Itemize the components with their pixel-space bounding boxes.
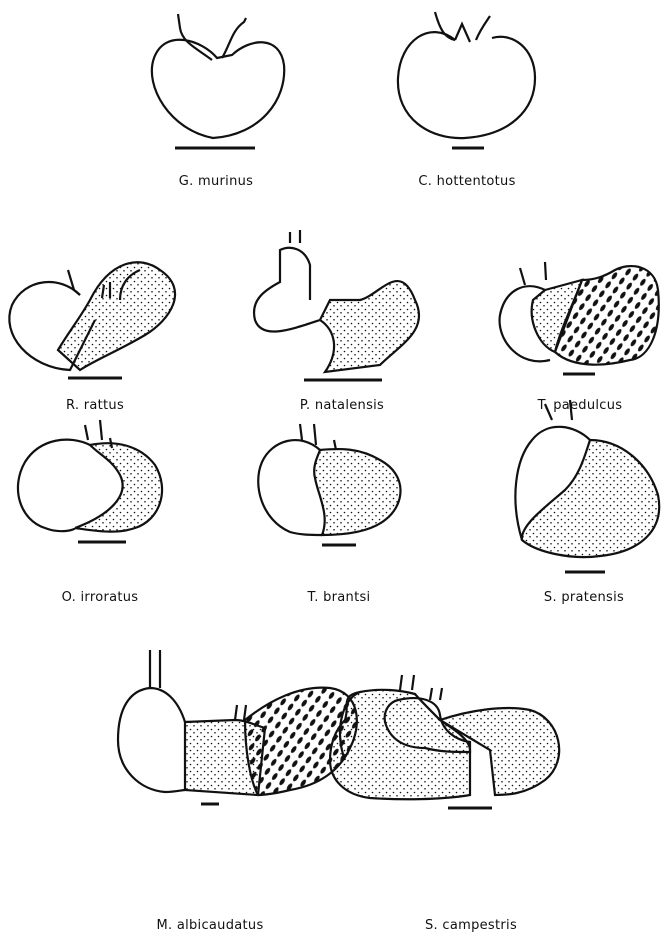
stomach-o-irroratus — [18, 420, 162, 532]
stomach-g-murinus — [152, 14, 284, 138]
label-s-pratensis: S. pratensis — [544, 590, 624, 605]
label-p-natalensis: P. natalensis — [300, 398, 384, 413]
stomach-s-campestris — [330, 675, 559, 799]
label-o-irroratus: O. irroratus — [62, 590, 139, 605]
label-t-brantsi: T. brantsi — [308, 590, 371, 605]
label-t-paedulcus: T. paedulcus — [538, 398, 623, 413]
label-s-campestris: S. campestris — [425, 918, 517, 933]
label-m-albicaudatus: M. albicaudatus — [156, 918, 263, 933]
stomach-t-paedulcus — [500, 262, 659, 365]
stomach-t-brantsi — [258, 424, 400, 535]
label-r-rattus: R. rattus — [66, 398, 124, 413]
stomach-r-rattus — [9, 262, 175, 370]
stomach-m-albicaudatus — [118, 650, 357, 795]
label-g-murinus: G. murinus — [179, 174, 253, 189]
stomach-c-hottentotus — [398, 12, 535, 138]
stomach-s-pratensis — [515, 400, 659, 557]
label-c-hottentotus: C. hottentotus — [418, 174, 515, 189]
stomach-p-natalensis — [254, 230, 419, 372]
